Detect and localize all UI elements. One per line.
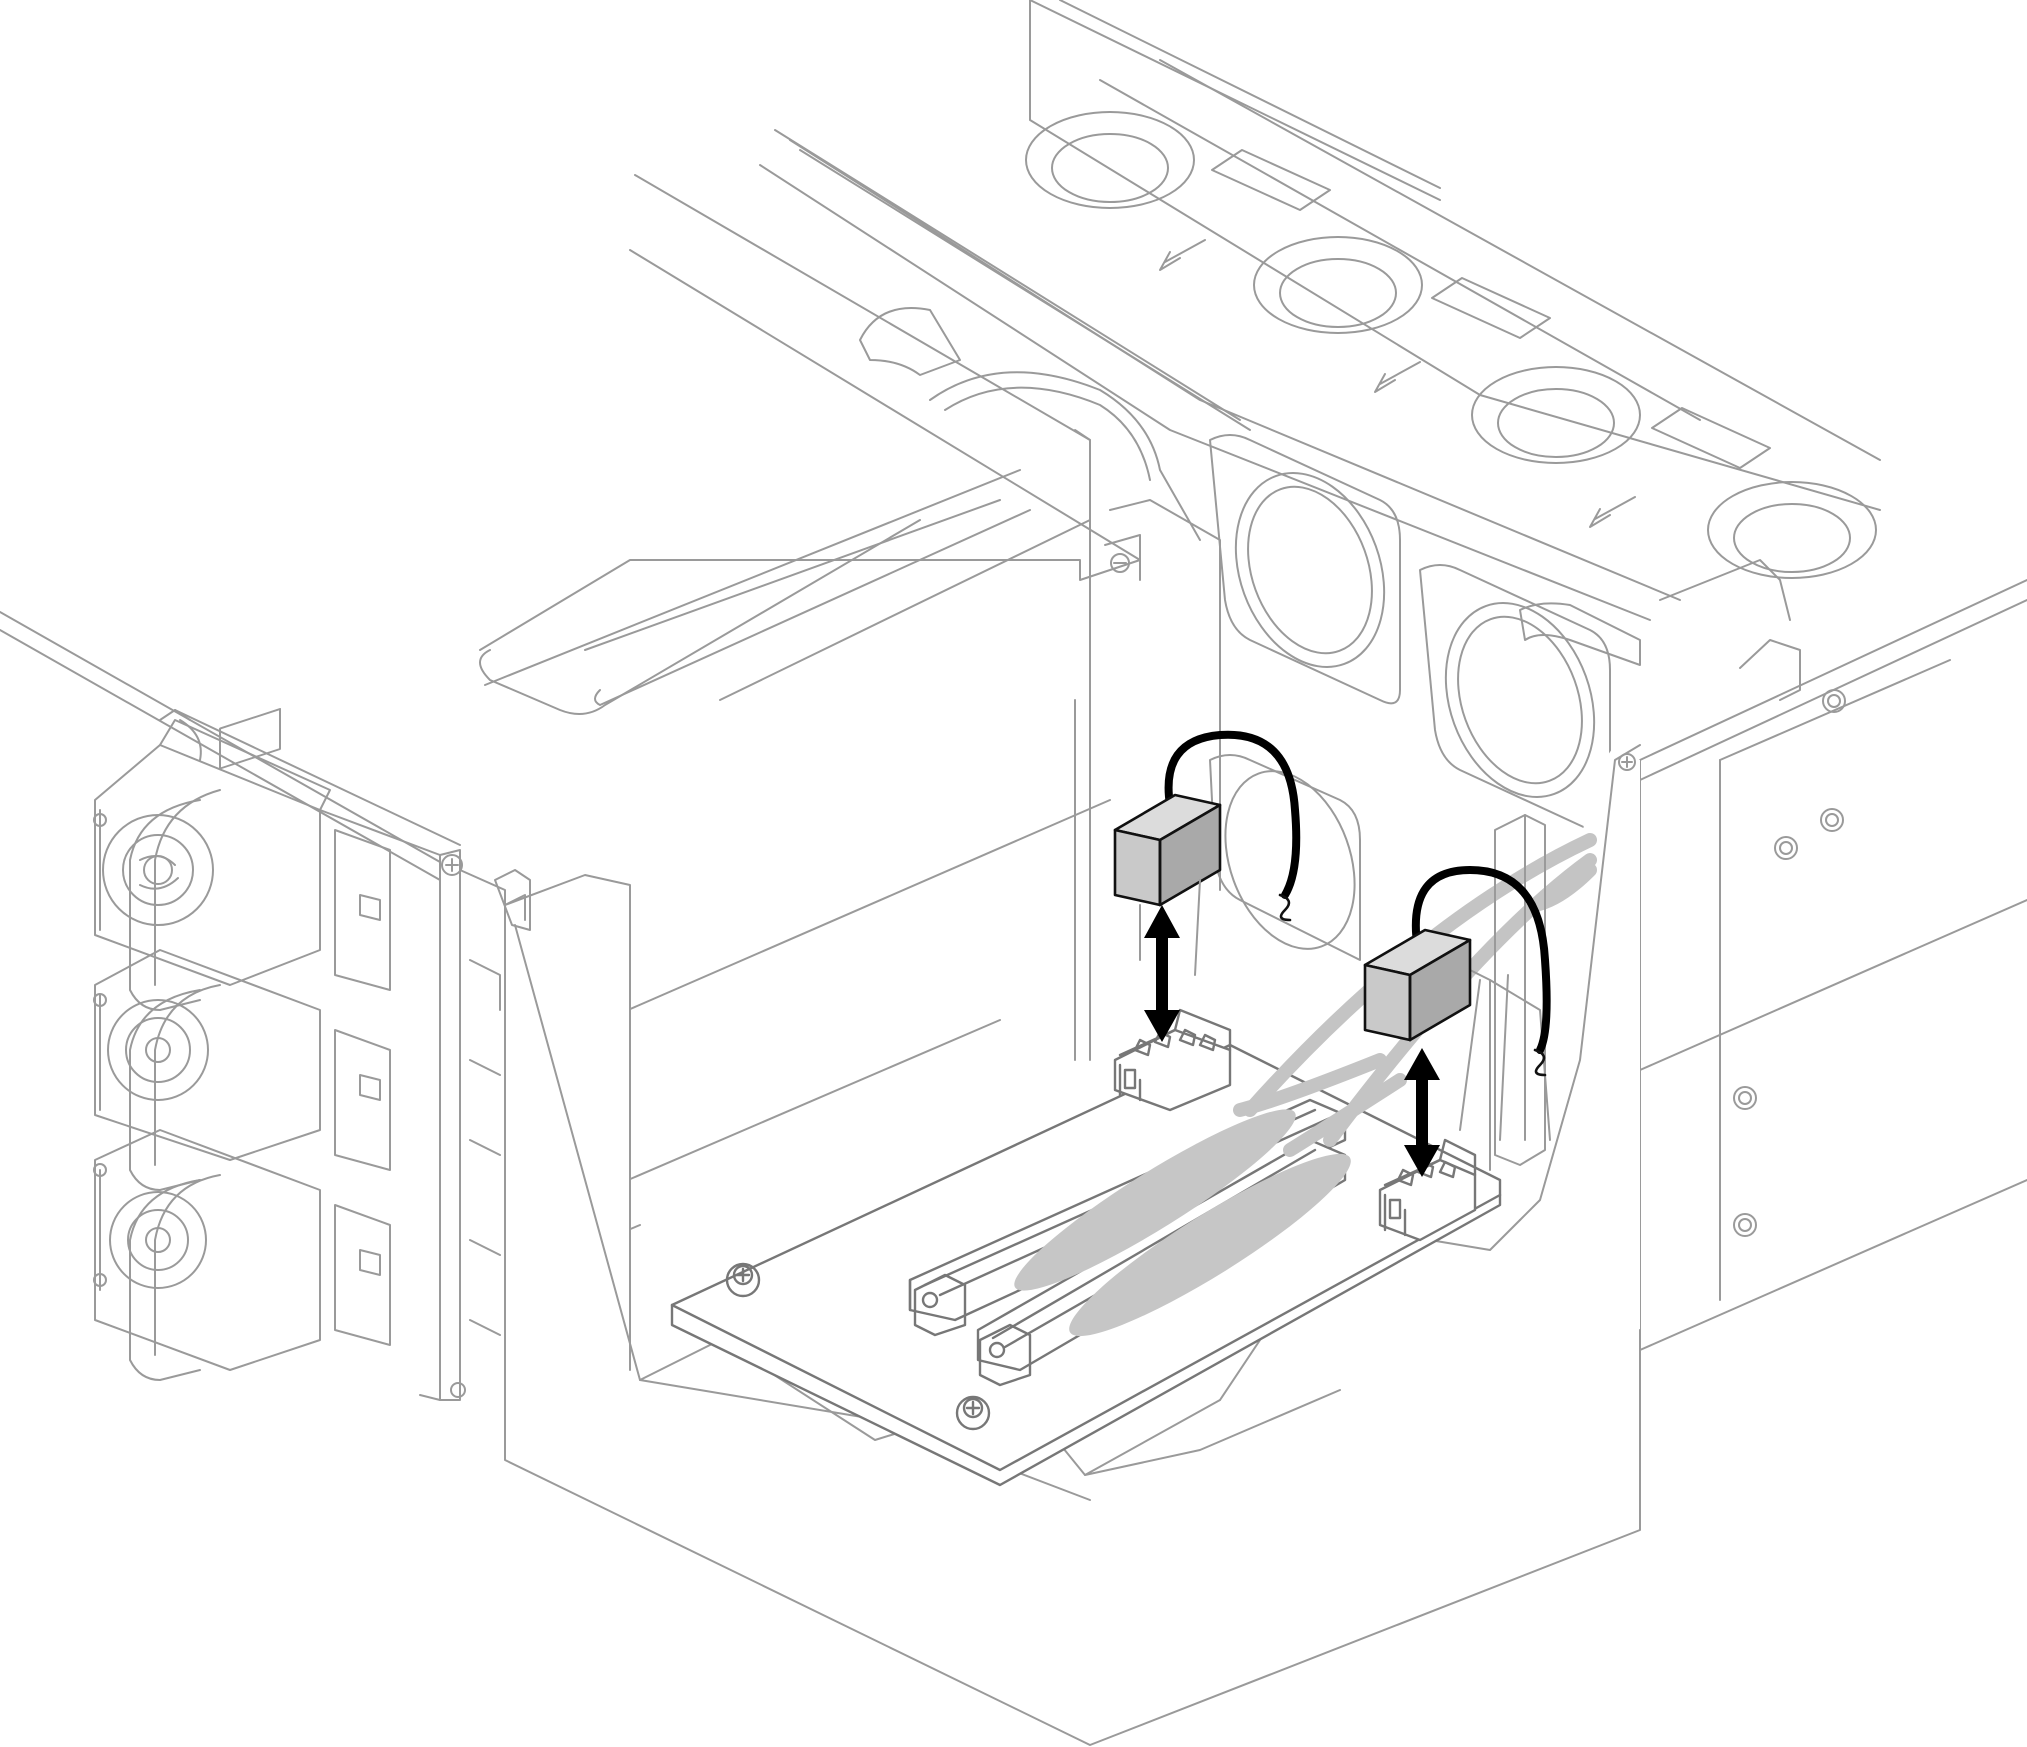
double-arrow-vertical-icon xyxy=(1144,905,1180,1042)
fan-icon xyxy=(1209,754,1361,961)
power-supply-icon xyxy=(94,1129,391,1381)
power-supply-icon xyxy=(94,707,391,1011)
power-connector-icon xyxy=(1113,1008,1232,1112)
fan-icon xyxy=(1209,434,1401,705)
fan-icon xyxy=(1707,481,1877,579)
motion-arrows xyxy=(1144,905,1440,1177)
screw-icon xyxy=(955,1395,991,1431)
cable-plug-icon xyxy=(1113,730,1301,922)
power-connectors xyxy=(1113,1008,1477,1242)
cable-guides xyxy=(1139,879,1509,1141)
fan-icon xyxy=(1471,366,1641,464)
cable-plugs xyxy=(1113,730,1551,1077)
cable-plug-icon xyxy=(1363,865,1551,1077)
screw-icon xyxy=(725,1262,761,1298)
power-connector-icon xyxy=(1378,1138,1477,1242)
fan-row xyxy=(759,0,1881,961)
power-supplies xyxy=(93,707,506,1401)
fan-icon xyxy=(1253,236,1423,334)
double-arrow-vertical-icon xyxy=(1404,1048,1440,1177)
fan-icon xyxy=(1025,111,1195,209)
upper-duct xyxy=(479,174,1221,1061)
power-supply-icon xyxy=(94,949,391,1191)
